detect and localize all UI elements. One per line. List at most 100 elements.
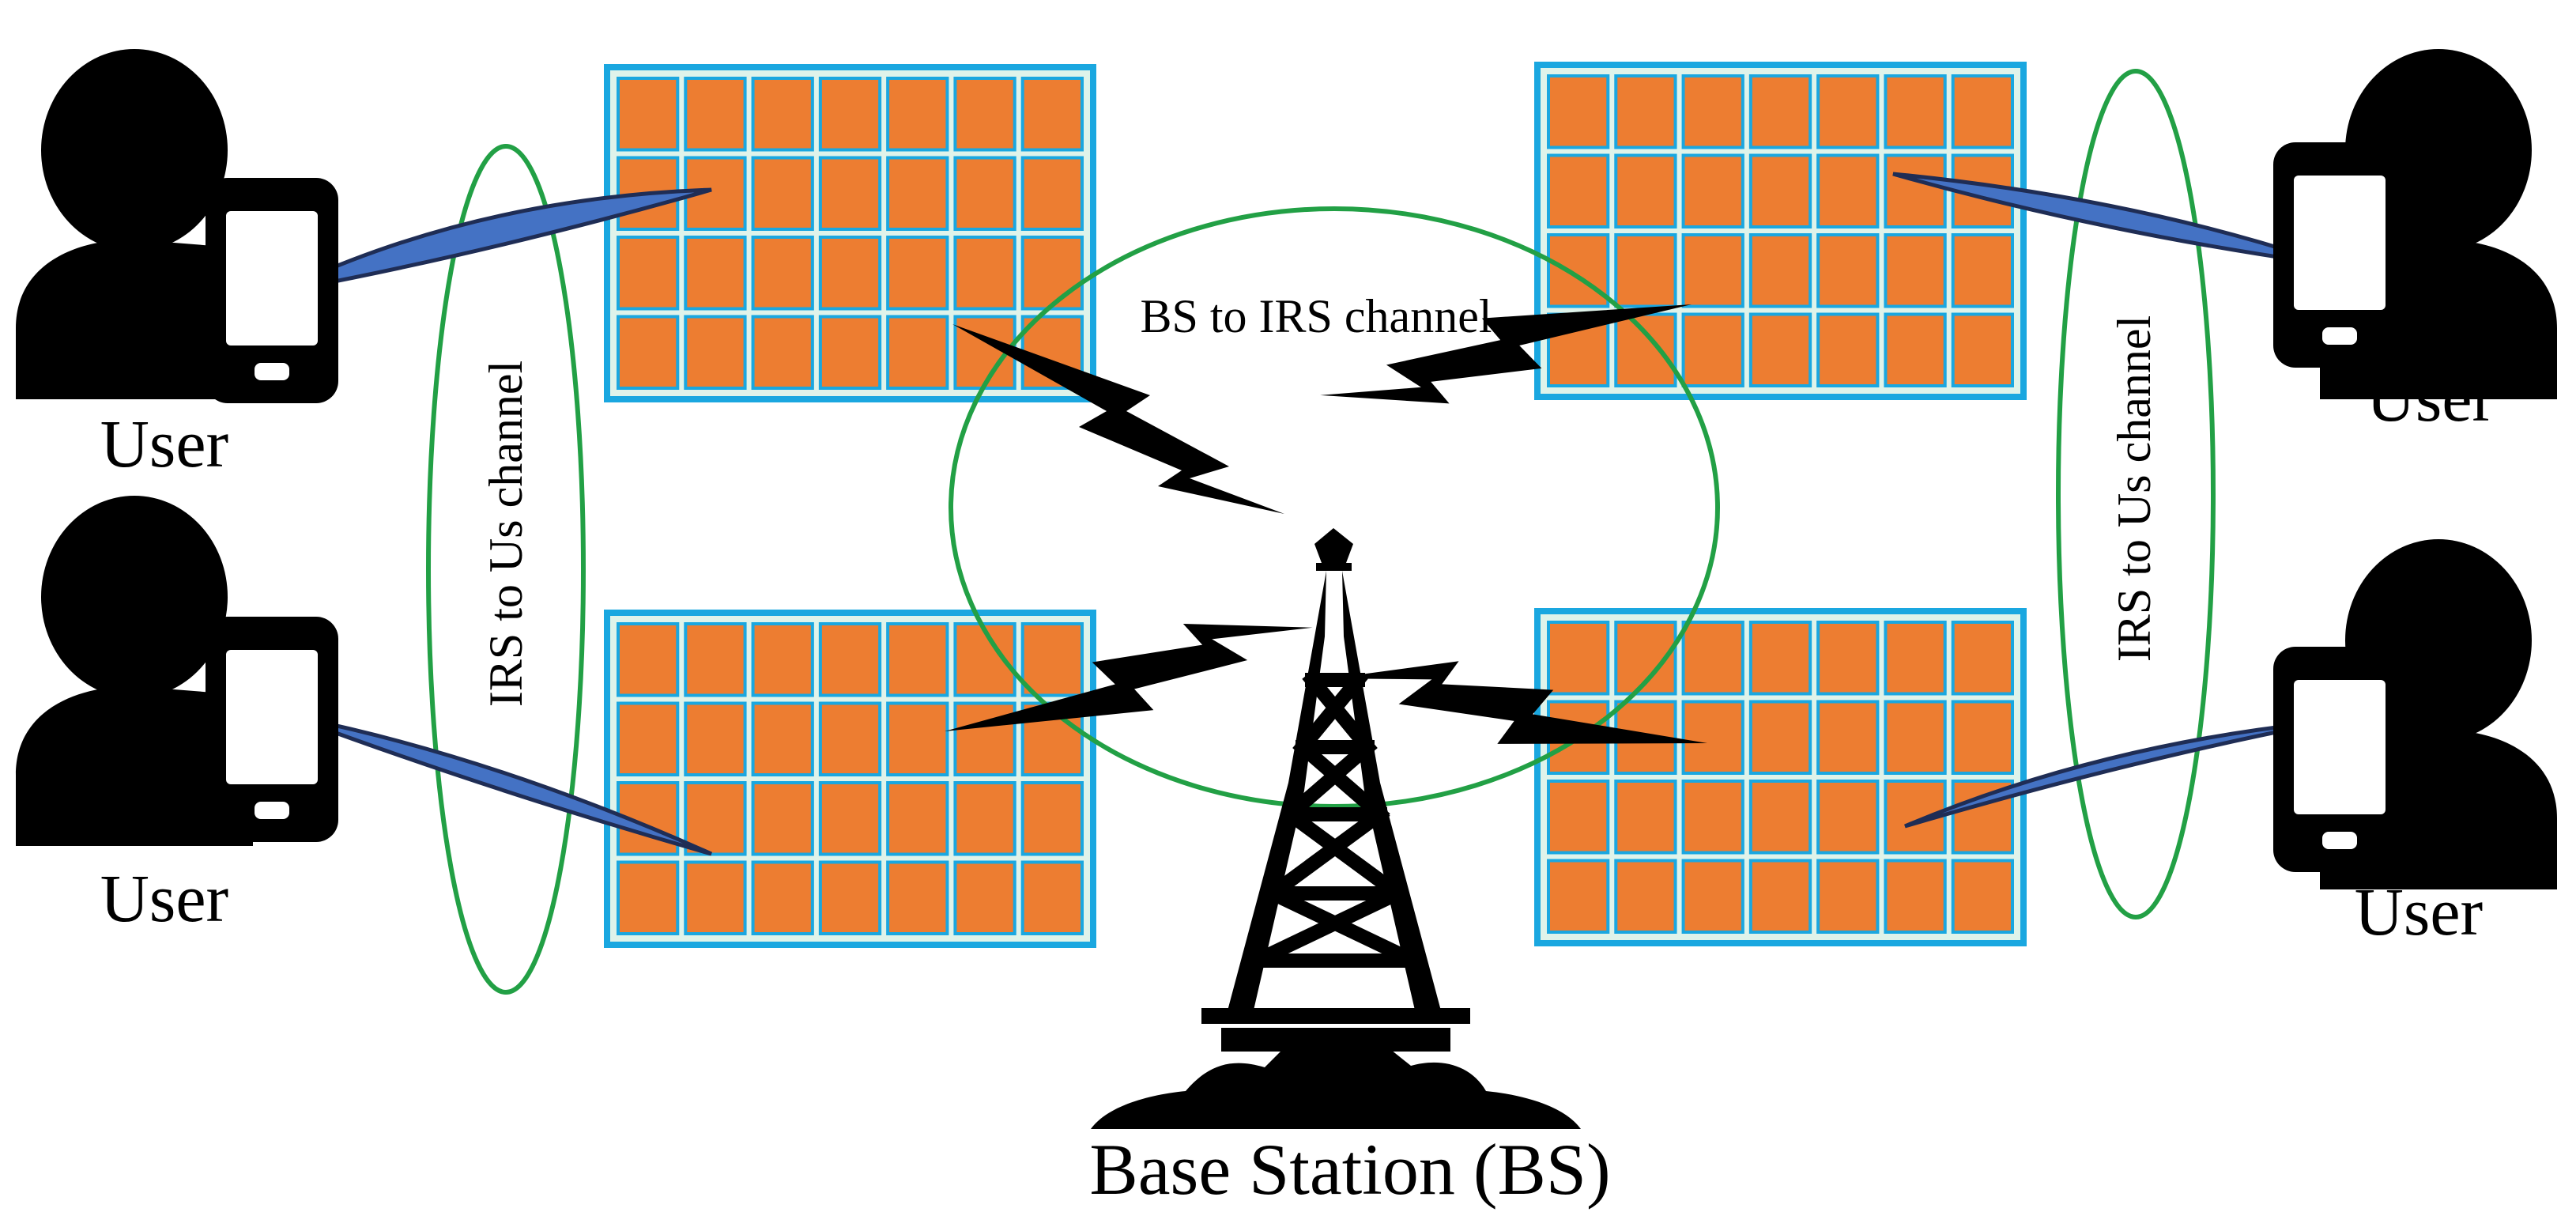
irs-element xyxy=(1748,859,1812,934)
irs-element xyxy=(953,236,1016,311)
bs-to-irs-label: BS to IRS channel xyxy=(1141,290,1492,342)
irs-element xyxy=(1816,700,1880,775)
irs-element xyxy=(1020,77,1084,152)
irs-element xyxy=(684,315,747,390)
irs-element xyxy=(886,77,949,152)
irs-element xyxy=(886,860,949,935)
irs-element xyxy=(1884,153,1947,228)
smartphone-icon xyxy=(206,617,338,842)
irs-element xyxy=(1884,859,1947,934)
irs-to-us-label-right: IRS to Us channel xyxy=(2108,315,2160,662)
irs-element xyxy=(1884,621,1947,696)
irs-element xyxy=(684,622,747,697)
irs-element xyxy=(1681,859,1744,934)
irs-element xyxy=(684,860,747,935)
irs-element xyxy=(1547,780,1610,855)
irs-element xyxy=(818,701,882,776)
irs-element xyxy=(953,77,1016,152)
irs-element xyxy=(1547,859,1610,934)
irs-element xyxy=(751,701,814,776)
irs-element xyxy=(1816,859,1880,934)
irs-element xyxy=(617,315,680,390)
user-label-bottom-right: User xyxy=(2355,874,2483,950)
irs-element xyxy=(818,315,882,390)
irs-element xyxy=(1681,780,1744,855)
user-label-bottom-left: User xyxy=(100,860,228,936)
irs-element xyxy=(1614,780,1677,855)
irs-panels xyxy=(604,62,2027,948)
irs-element xyxy=(1020,860,1084,935)
irs-element xyxy=(1681,621,1744,696)
smartphone-icon xyxy=(2273,142,2406,368)
irs-element xyxy=(1748,233,1812,308)
irs-element xyxy=(1816,780,1880,855)
smartphone-icon xyxy=(206,178,338,403)
irs-element xyxy=(751,77,814,152)
irs-element xyxy=(1816,621,1880,696)
irs-element xyxy=(751,860,814,935)
user-label-top-right: User xyxy=(2367,360,2495,436)
irs-element xyxy=(1816,74,1880,149)
irs-element xyxy=(617,860,680,935)
irs-element xyxy=(1748,312,1812,387)
irs-element xyxy=(1020,622,1084,697)
irs-element xyxy=(1884,700,1947,775)
irs-element xyxy=(1884,74,1947,149)
irs-element xyxy=(1681,153,1744,228)
irs-element xyxy=(684,236,747,311)
irs-element xyxy=(1614,312,1677,387)
irs-element xyxy=(1547,153,1610,228)
irs-panel-bottom-left xyxy=(604,610,1096,948)
irs-element xyxy=(1951,780,2015,855)
irs-element xyxy=(1951,312,2015,387)
irs-element xyxy=(1951,700,2015,775)
reflection-beams xyxy=(275,172,2333,856)
irs-element xyxy=(751,781,814,856)
irs-element xyxy=(1951,859,2015,934)
irs-element xyxy=(684,77,747,152)
irs-element xyxy=(751,622,814,697)
irs-element xyxy=(617,77,680,152)
irs-element xyxy=(1884,312,1947,387)
irs-element xyxy=(1614,233,1677,308)
irs-element xyxy=(1748,780,1812,855)
irs-element xyxy=(818,156,882,231)
irs-element xyxy=(953,701,1016,776)
irs-element xyxy=(886,156,949,231)
irs-element xyxy=(751,236,814,311)
irs-element xyxy=(1748,621,1812,696)
irs-element xyxy=(1614,153,1677,228)
irs-element xyxy=(1951,621,2015,696)
irs-element xyxy=(886,236,949,311)
irs-element xyxy=(751,315,814,390)
irs-element xyxy=(1547,621,1610,696)
irs-element xyxy=(818,77,882,152)
irs-element xyxy=(1681,233,1744,308)
irs-element xyxy=(1816,153,1880,228)
irs-element xyxy=(617,236,680,311)
base-station-label: Base Station (BS) xyxy=(1089,1129,1610,1210)
irs-element xyxy=(953,860,1016,935)
bs-to-irs-ellipse xyxy=(949,206,1720,809)
irs-element xyxy=(886,781,949,856)
irs-element xyxy=(1951,233,2015,308)
irs-element xyxy=(617,622,680,697)
irs-element xyxy=(1547,74,1610,149)
irs-element xyxy=(617,701,680,776)
irs-element xyxy=(1748,74,1812,149)
irs-element xyxy=(886,701,949,776)
smartphone-icon xyxy=(2273,647,2406,872)
irs-element xyxy=(1614,859,1677,934)
irs-element xyxy=(818,860,882,935)
irs-element xyxy=(1748,153,1812,228)
user-label-top-left: User xyxy=(100,406,228,481)
irs-element xyxy=(684,781,747,856)
irs-element xyxy=(953,156,1016,231)
left-irs-channel-ellipse xyxy=(426,144,586,995)
irs-element xyxy=(1020,156,1084,231)
irs-element xyxy=(953,781,1016,856)
irs-element xyxy=(1614,74,1677,149)
irs-panel-top-right xyxy=(1534,62,2027,400)
irs-to-us-label-left: IRS to Us channel xyxy=(480,361,532,707)
